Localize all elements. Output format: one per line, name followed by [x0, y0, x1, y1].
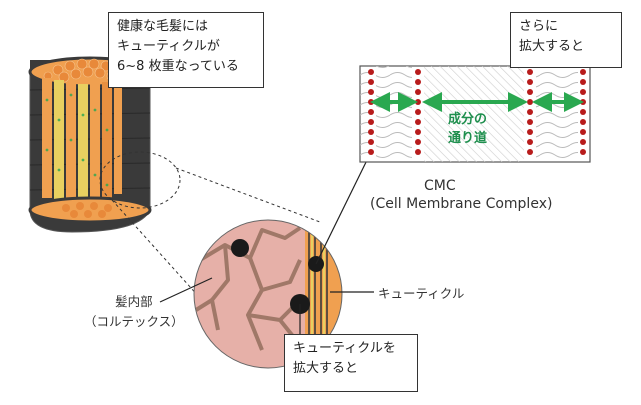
pointer-lines: [159, 153, 374, 334]
callout-zoom-further: さらに 拡大すると: [510, 12, 622, 68]
cortex-label: 髪内部 （コルテックス）: [84, 294, 184, 329]
zoom-lines-1: [99, 151, 321, 299]
callout-hair-layers: 健康な毛髪には キューティクルが 6~8 枚重なっている: [108, 12, 264, 88]
cmc-abbr-label: CMC: [424, 178, 456, 194]
cmc-full-label: (Cell Membrane Complex): [370, 196, 553, 212]
pathway-label: 成分の 通り道: [448, 112, 488, 146]
cuticle-label: キューティクル: [378, 286, 465, 301]
callout-zoom-cuticle: キューティクルを 拡大すると: [284, 334, 418, 392]
cmc-panel: [359, 65, 591, 163]
